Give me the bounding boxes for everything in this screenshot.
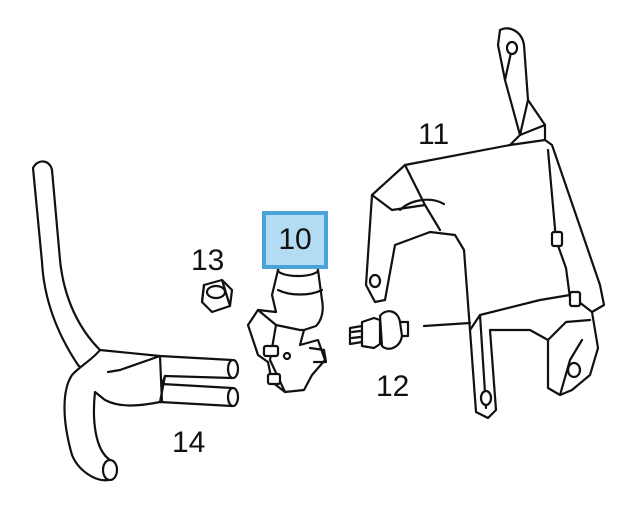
vacuum-valve-part-10: [246, 262, 328, 394]
hose-part-14: [31, 160, 240, 482]
bracket-part-11: [364, 27, 606, 420]
callout-label-11: 11: [418, 118, 450, 151]
callout-label-14: 14: [172, 426, 206, 459]
callout-label-12: 12: [376, 370, 410, 403]
highlighted-callout-box[interactable]: 10: [262, 211, 328, 269]
callout-label-13: 13: [191, 244, 225, 277]
callout-label-10: 10: [278, 223, 312, 256]
leader-line-12: [422, 321, 472, 328]
nut-part-13: [200, 278, 234, 314]
sensor-part-12: [348, 310, 410, 350]
